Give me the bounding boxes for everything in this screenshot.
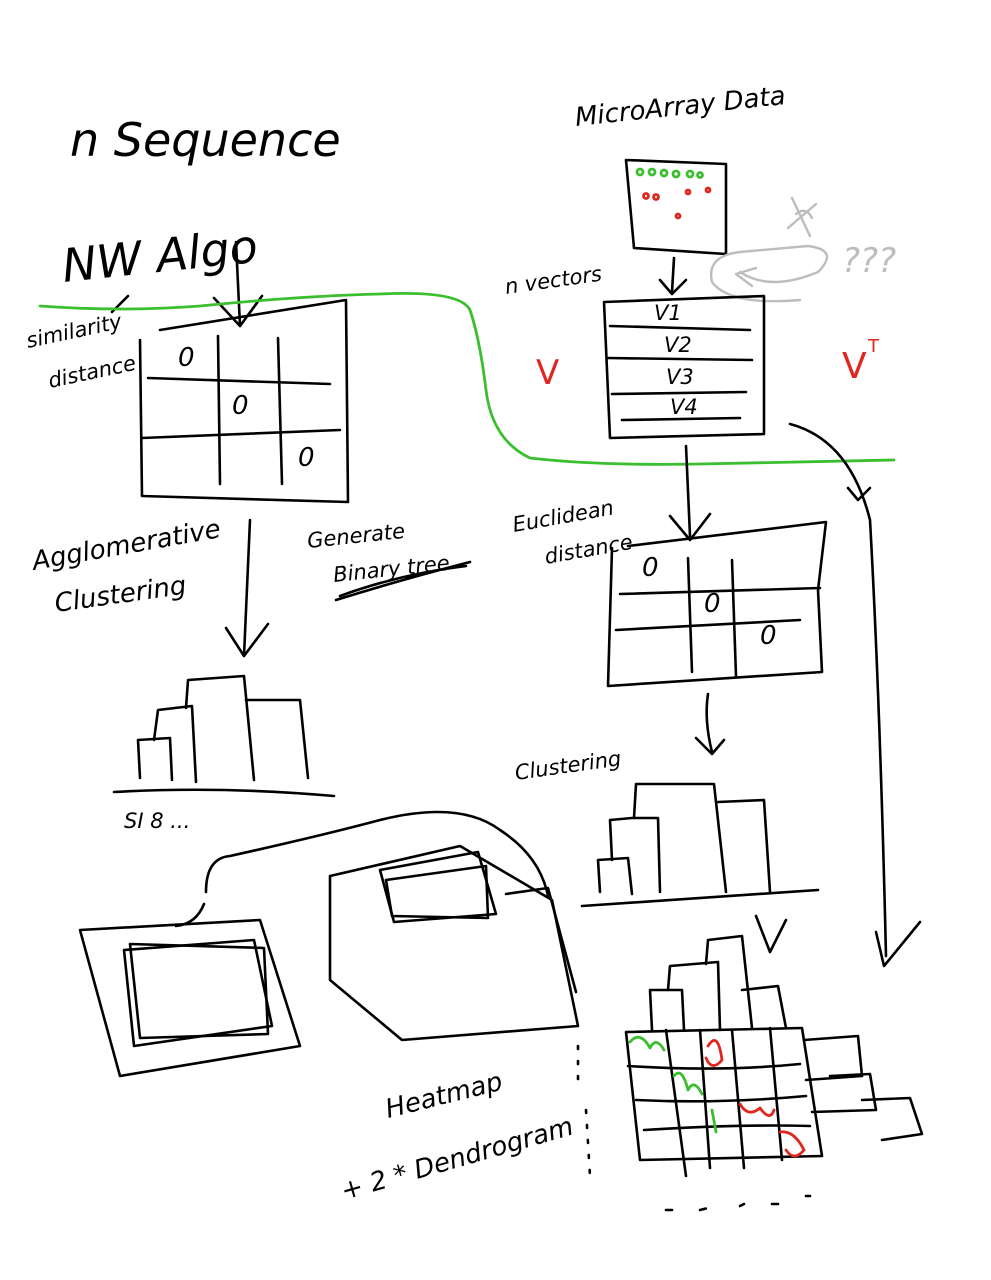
green-divider-line: [38, 291, 896, 466]
nw-algo-label: NW Algo: [60, 219, 261, 293]
v-label: V: [536, 353, 559, 393]
gray-loop-arrow: [709, 196, 829, 303]
euclidean-label-line1: Euclidean: [511, 496, 616, 537]
n-sequence-title: n Sequence: [70, 113, 341, 167]
nw-distance-matrix: [138, 298, 350, 504]
generate-label-line1: Generate: [306, 519, 406, 553]
vector-row-1: V1: [654, 301, 682, 325]
vector-row-4: V4: [670, 395, 698, 419]
vector-row-2: V2: [664, 333, 692, 357]
n-vectors-label: n vectors: [503, 262, 603, 299]
nw-arrow-head: [212, 294, 264, 328]
agglomerative-label-line1: Agglomerative: [28, 514, 223, 577]
microarray-title: MicroArray Data: [574, 81, 787, 133]
right-dendrogram: [580, 782, 820, 908]
heatmap-grid: [624, 1026, 824, 1178]
vt-small-arrow-head: [846, 486, 872, 502]
vt-long-arrow-head: [874, 920, 922, 968]
heatmap-label-line1: Heatmap: [382, 1067, 505, 1125]
vectors-box: [602, 294, 766, 440]
euclidean-label-line2: distance: [543, 530, 635, 569]
left-dendrogram: [112, 674, 336, 798]
heatmap-dash-marks: [664, 1194, 812, 1212]
vt-long-arrow-line: [788, 422, 888, 958]
cluster-arrow-line: [242, 518, 252, 658]
heatmap-red-cells: [704, 1039, 806, 1158]
vt-label: V: [842, 346, 867, 387]
clustering-label: Clustering: [513, 746, 622, 785]
nw-arrow-line: [234, 240, 242, 328]
nw-matrix-zero-2: 0: [232, 391, 249, 421]
nw-matrix-zero-3: 0: [298, 443, 315, 473]
agglomerative-label-line2: Clustering: [53, 571, 188, 619]
microarray-green-dots: [635, 167, 704, 179]
vt-superscript: T: [867, 336, 880, 357]
heatmap-dot-marks: [576, 1044, 592, 1178]
binary-tree-scribble: [334, 560, 472, 602]
euclid-matrix-zero-1: 0: [642, 553, 659, 583]
question-marks: ???: [842, 241, 896, 281]
cluster-arrow-head: [224, 622, 270, 658]
center-screen-frame: [328, 844, 580, 1042]
heatmap-side-dendrogram: [802, 1034, 924, 1142]
vector-row-3: V3: [666, 365, 694, 389]
heatmap-label-line2: + 2 * Dendrogram: [338, 1112, 577, 1207]
vectors-arrow-line: [670, 256, 676, 294]
heatmap-top-dendrogram: [648, 914, 788, 1032]
euclid-arrow-head: [668, 512, 712, 542]
vectors-arrow-head: [658, 278, 688, 296]
similarity-label-line2: distance: [46, 351, 138, 393]
heatmap-green-cells: [628, 1035, 718, 1134]
microarray-red-dots: [642, 186, 712, 220]
euclid-matrix-zero-2: 0: [704, 589, 721, 619]
connecting-curves: [174, 810, 550, 928]
euclid-arrow-line: [684, 444, 692, 538]
clustering-arrow-head: [694, 736, 726, 756]
similarity-label-line1: similarity: [24, 309, 124, 353]
left-screen-frame: [78, 918, 302, 1078]
tree-caption: SI 8 ...: [124, 809, 190, 833]
generate-label-line2: Binary tree: [332, 551, 451, 587]
euclidean-distance-matrix: [606, 520, 828, 688]
clustering-arrow-line: [705, 692, 714, 754]
nw-matrix-zero-1: 0: [178, 343, 195, 373]
euclid-matrix-zero-3: 0: [760, 621, 777, 651]
